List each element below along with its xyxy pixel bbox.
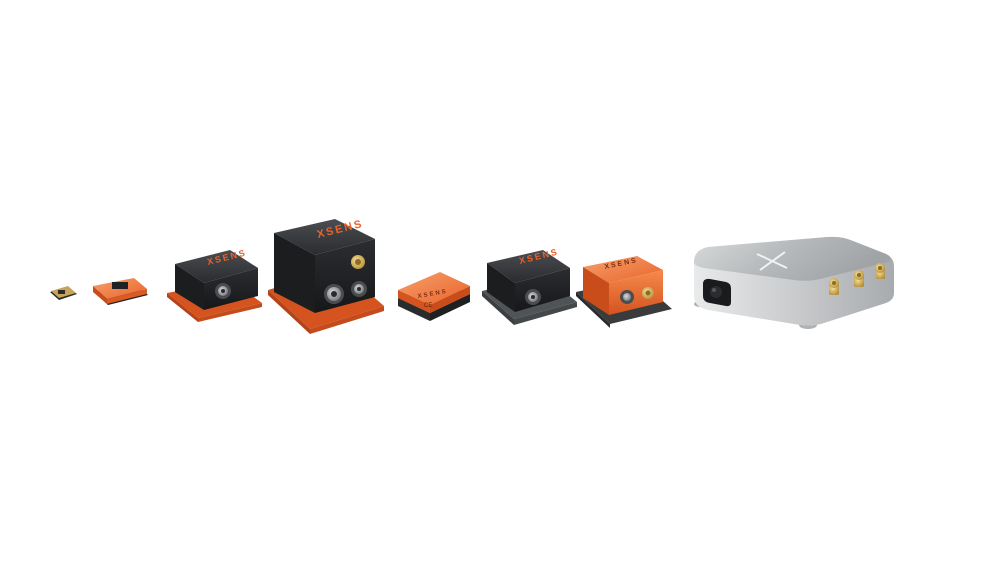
sma-connector-icon xyxy=(854,270,864,287)
black-box-grey-base: XSENS xyxy=(482,246,577,325)
black-box-orange-base-large: XSENS xyxy=(268,218,384,334)
orange-board-module xyxy=(93,278,148,305)
svg-text:XSENS: XSENS xyxy=(417,289,448,300)
svg-text:CE: CE xyxy=(424,303,432,309)
silver-gnss-unit xyxy=(694,236,894,329)
sma-connector-icon xyxy=(829,278,839,295)
orange-compact-module: XSENS CE xyxy=(398,272,470,321)
black-box-orange-base-small: XSENS xyxy=(167,247,262,322)
sma-connector-icon xyxy=(875,263,885,279)
orange-box-dark-base: XSENS xyxy=(576,256,672,328)
tiny-chip-module xyxy=(50,286,77,300)
x-logo-icon xyxy=(756,251,788,271)
